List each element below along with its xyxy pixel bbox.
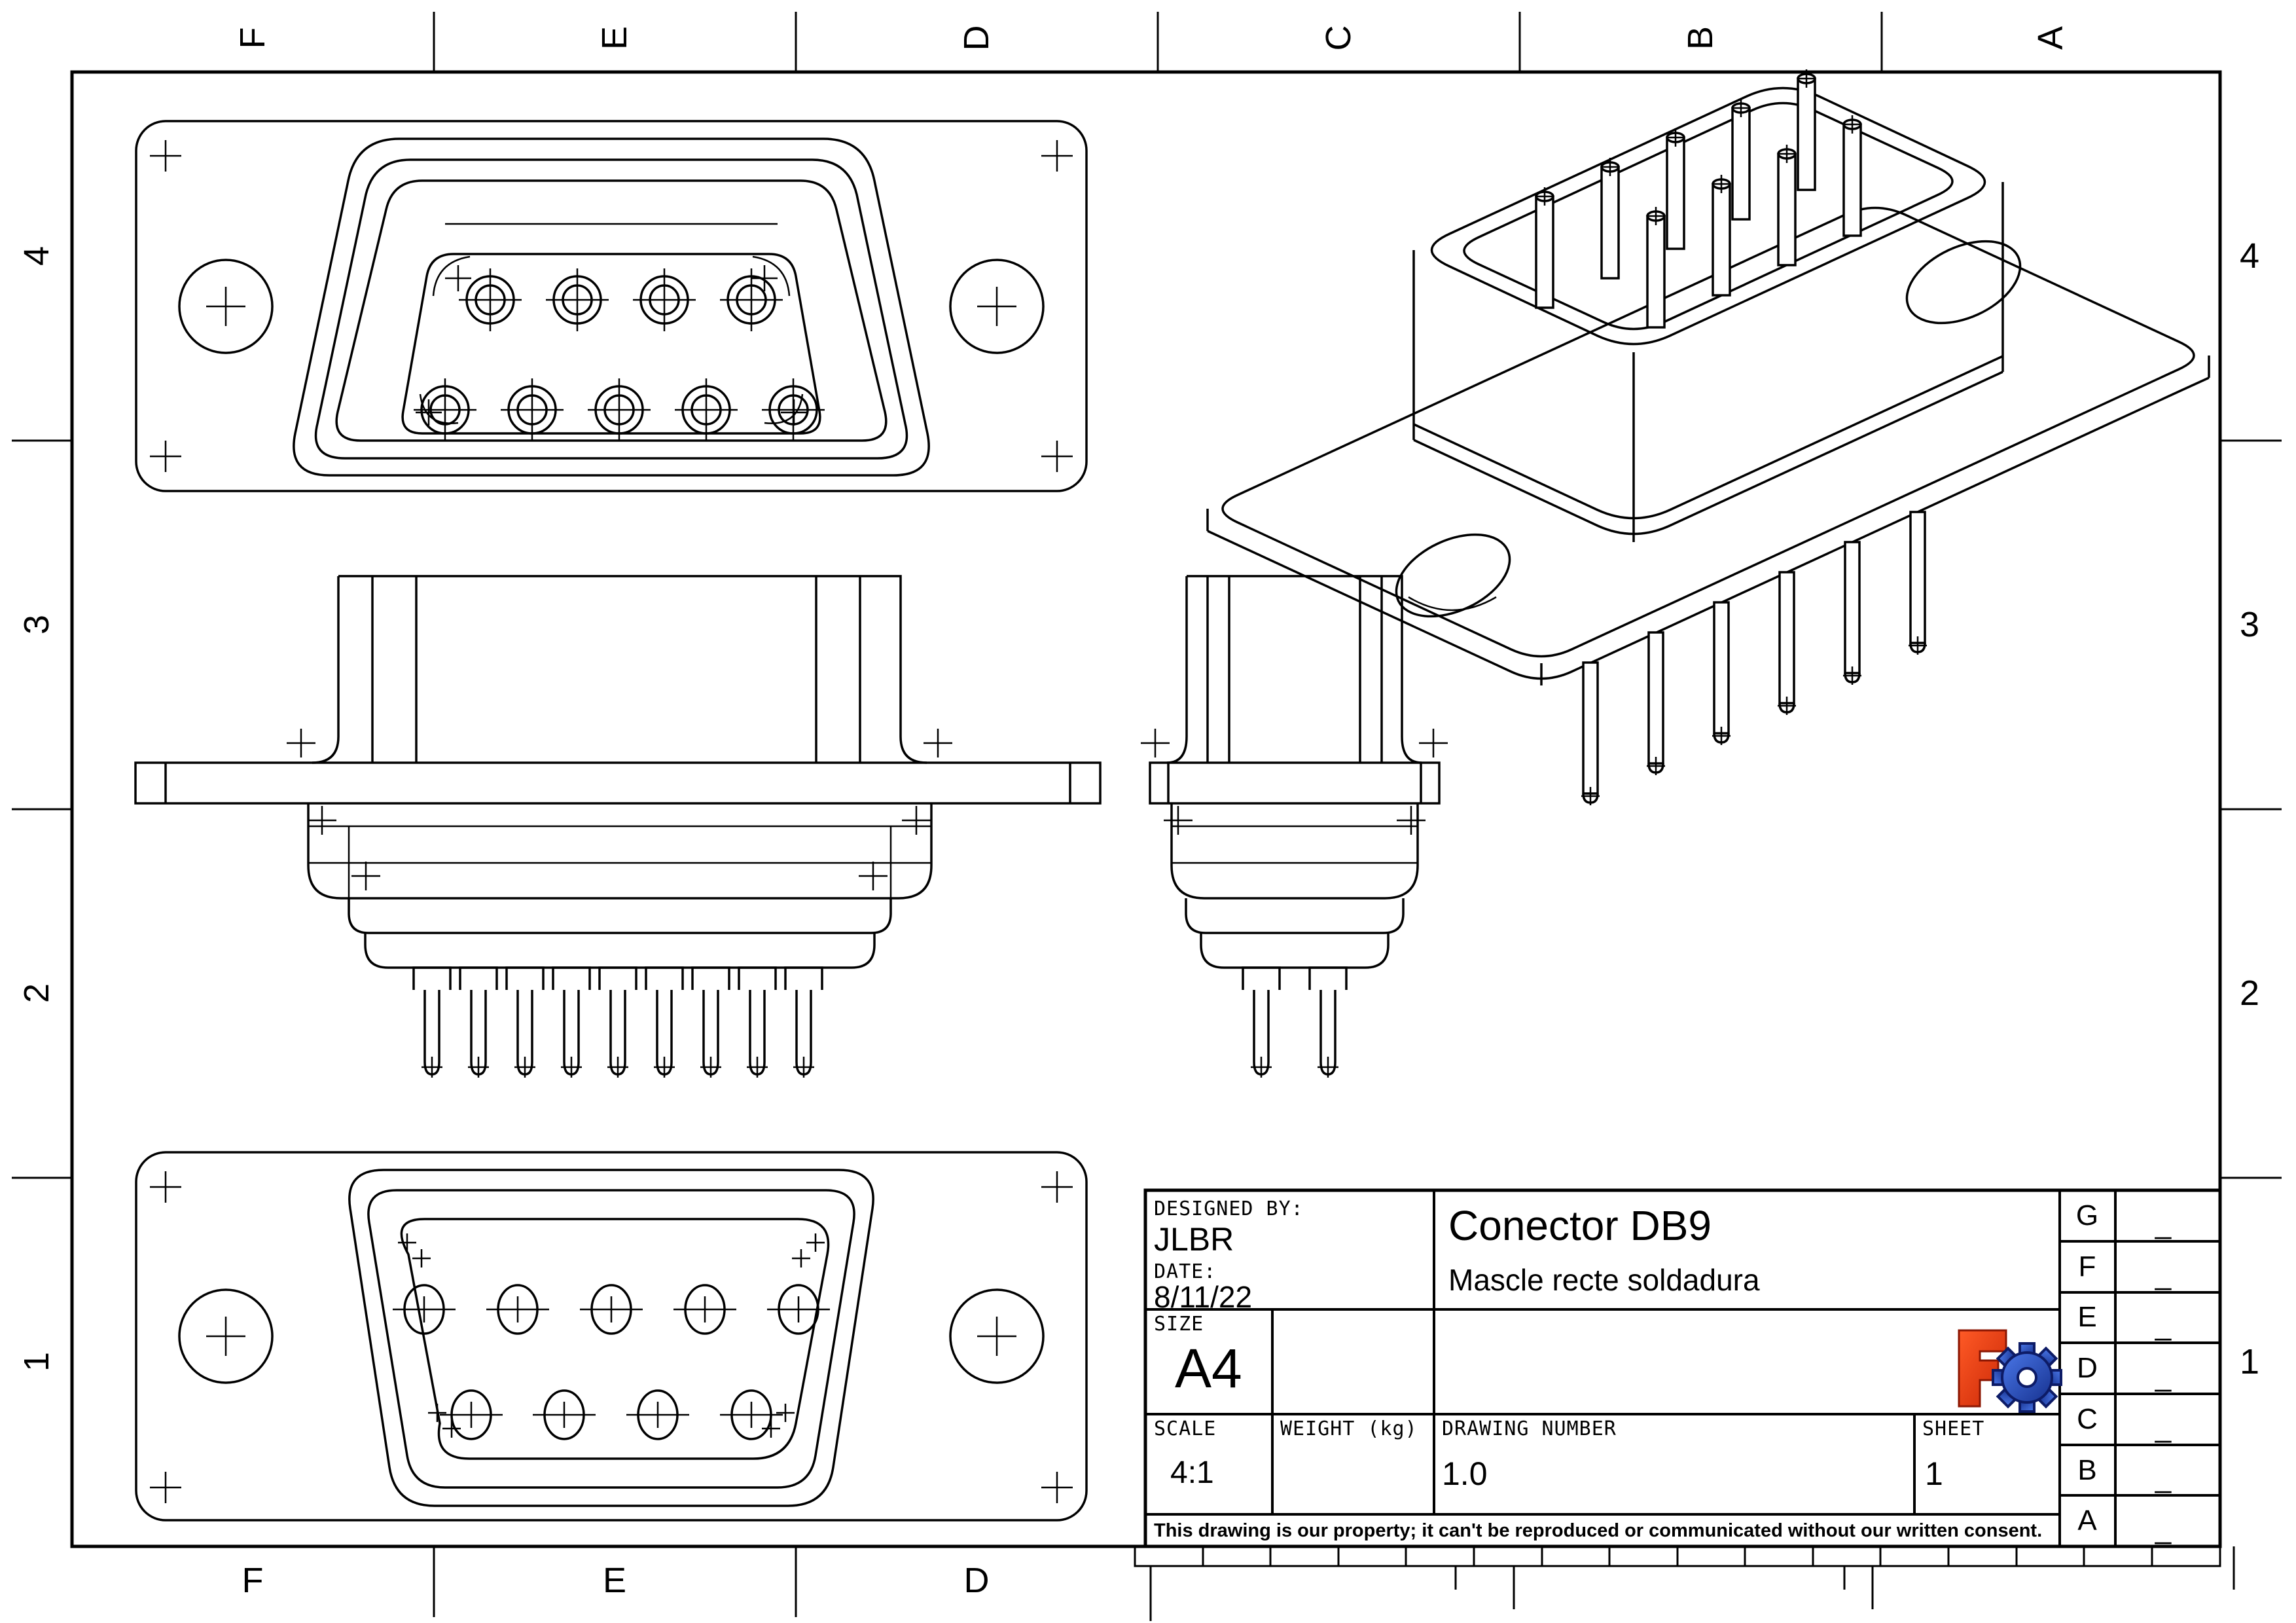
- sheet-label: SHEET: [1922, 1417, 1985, 1440]
- zone-letter-top-d: D: [957, 25, 996, 51]
- iso-center-marks: [1535, 69, 1927, 805]
- rev-dash-g: _: [2155, 1208, 2172, 1240]
- zone-number-left-4: 4: [17, 246, 56, 266]
- sheet-value: 1: [1925, 1455, 1943, 1492]
- iso-pins: [1535, 73, 1862, 329]
- scale-label: SCALE: [1154, 1417, 1217, 1440]
- rev-zone-b: B: [2077, 1454, 2097, 1486]
- zone-number-right-3: 3: [2239, 605, 2260, 644]
- zone-number-right-4: 4: [2239, 236, 2260, 276]
- zone-number-left-1: 1: [17, 1351, 56, 1372]
- scale-value: 4:1: [1170, 1455, 1214, 1490]
- view-isometric: [1206, 69, 2210, 805]
- rev-dash-c: _: [2155, 1412, 2172, 1444]
- date-label: DATE:: [1154, 1260, 1217, 1283]
- rev-zone-g: G: [2075, 1199, 2099, 1231]
- zone-number-left-3: 3: [17, 614, 56, 635]
- zone-number-right-1: 1: [2239, 1342, 2260, 1381]
- drawing-subtitle: Mascle recte soldadura: [1448, 1263, 1760, 1297]
- solder-pins-9: [412, 966, 823, 1076]
- rev-zone-a: A: [2077, 1504, 2097, 1537]
- center-marks: [150, 1171, 1073, 1503]
- view-front-face: [135, 1151, 1088, 1522]
- rev-zone-d: D: [2077, 1352, 2098, 1384]
- drawing-number-label: DRAWING NUMBER: [1442, 1417, 1617, 1440]
- size-label: SIZE: [1154, 1313, 1204, 1336]
- freecad-logo: [1958, 1329, 2062, 1413]
- rev-dash-d: _: [2155, 1360, 2172, 1393]
- rev-dash-a: _: [2155, 1513, 2172, 1545]
- logo-gear: [1992, 1342, 2062, 1413]
- iso-solder-pins: [1582, 511, 1926, 804]
- rev-zone-e: E: [2077, 1301, 2097, 1333]
- view-side-elevation: [1141, 575, 1448, 1078]
- center-marks: [287, 729, 952, 1078]
- designed-by-label: DESIGNED BY:: [1154, 1197, 1304, 1220]
- view-front-elevation: [134, 575, 1102, 1078]
- zone-letter-top-a: A: [2031, 26, 2070, 50]
- zone-letter-bottom-e: E: [602, 1561, 627, 1600]
- weight-label: WEIGHT (kg): [1280, 1417, 1418, 1440]
- rev-zone-c: C: [2077, 1403, 2098, 1435]
- zone-letter-bottom-d: D: [963, 1561, 990, 1600]
- zone-number-left-2: 2: [17, 983, 56, 1004]
- zone-letter-top-e: E: [595, 26, 634, 50]
- zone-letter-top-c: C: [1319, 25, 1358, 51]
- center-marks: [150, 140, 1073, 472]
- solder-pins-2: [1242, 966, 1348, 1076]
- center-marks: [1141, 729, 1448, 1078]
- disclaimer-text: This drawing is our property; it can't b…: [1154, 1520, 2043, 1541]
- rev-dash-f: _: [2155, 1259, 2172, 1291]
- zone-number-right-2: 2: [2239, 974, 2260, 1013]
- drawing-title: Conector DB9: [1448, 1202, 1712, 1249]
- date-value: 8/11/22: [1154, 1280, 1253, 1314]
- designed-by-value: JLBR: [1154, 1221, 1234, 1258]
- bottom-ruler-strip: [1134, 1545, 2235, 1621]
- rev-dash-b: _: [2155, 1462, 2172, 1494]
- rev-zone-f: F: [2078, 1250, 2096, 1283]
- zone-letter-top-f: F: [233, 27, 272, 49]
- zone-letter-bottom-f: F: [242, 1561, 264, 1600]
- drawing-number-value: 1.0: [1442, 1455, 1488, 1492]
- size-value: A4: [1175, 1338, 1242, 1399]
- view-back-face: [135, 120, 1088, 492]
- zone-letter-top-b: B: [1681, 26, 1720, 50]
- rev-dash-e: _: [2155, 1309, 2172, 1341]
